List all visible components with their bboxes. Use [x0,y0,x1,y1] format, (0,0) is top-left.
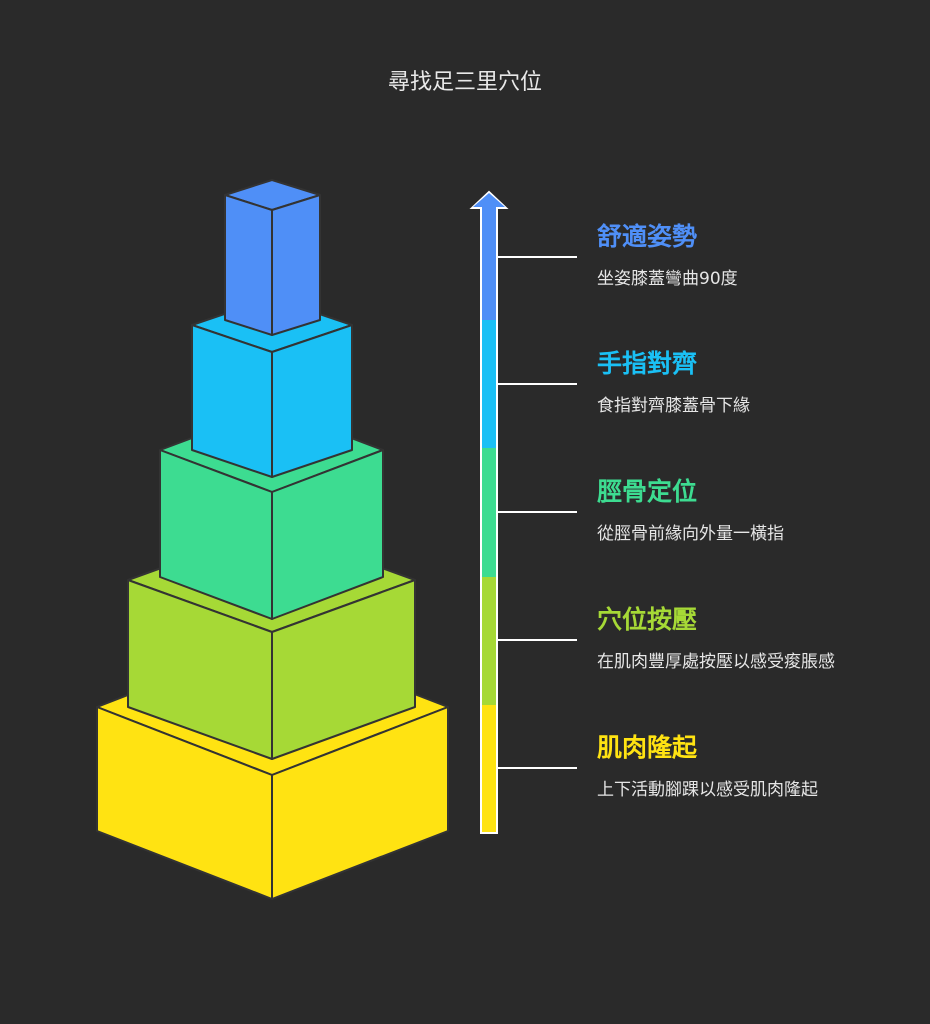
progress-segment-1 [481,203,497,320]
cube-2-right-face [271,324,353,478]
cube-1-right-face [271,194,321,336]
diagram-title: 尋找足三里穴位 [387,70,542,95]
progress-segment-3 [481,448,497,577]
step-heading: 舒適姿勢 [597,222,698,251]
progress-segment-4 [481,577,497,705]
arrow-up-icon [469,190,509,834]
step-heading: 脛骨定位 [597,477,698,506]
cube-1-left-face [224,194,273,336]
progress-segment-2 [481,320,497,448]
step-heading: 肌肉隆起 [597,733,698,762]
cube-2-left-face [191,324,273,478]
cube-3-right-face [271,449,384,620]
step-heading: 穴位按壓 [597,605,698,634]
progress-segment-5 [481,705,497,833]
cube-5-right-face [271,706,449,900]
step-heading: 手指對齊 [597,349,698,378]
step-description: 在肌肉豐厚處按壓以感受痠脹感 [597,652,835,672]
step-description: 從脛骨前緣向外量一橫指 [597,524,784,544]
cube-4-right-face [271,579,416,760]
step-description: 坐姿膝蓋彎曲90度 [597,269,738,289]
arrow-head [473,193,505,207]
step-description: 上下活動腳踝以感受肌肉隆起 [597,780,818,800]
step-description: 食指對齊膝蓋骨下緣 [597,396,750,416]
